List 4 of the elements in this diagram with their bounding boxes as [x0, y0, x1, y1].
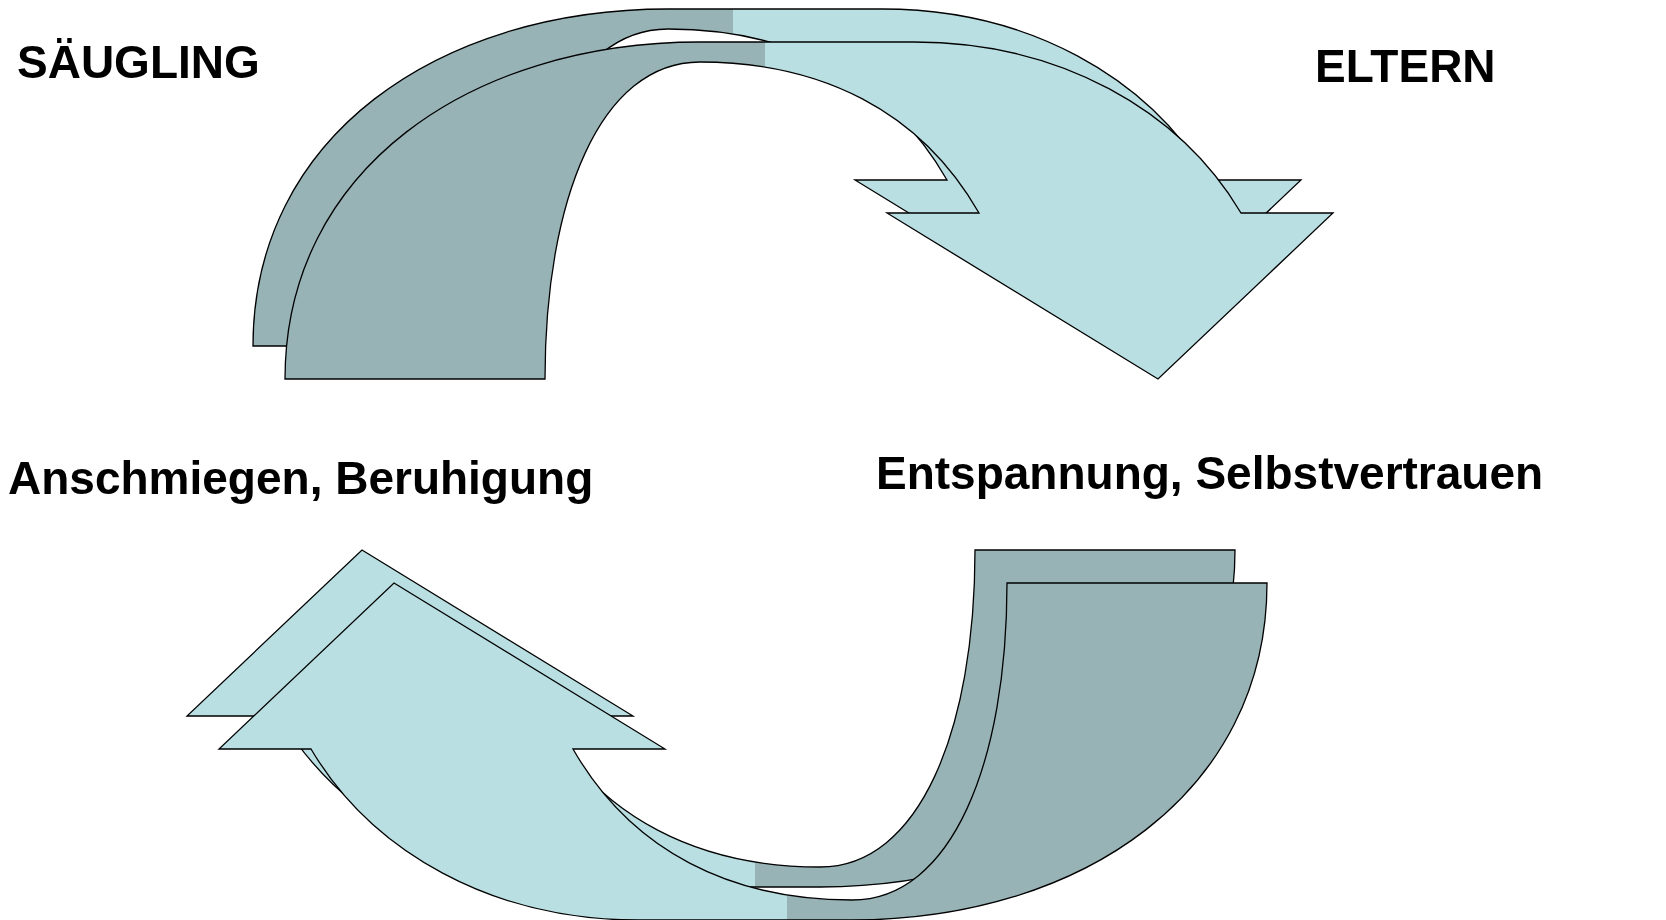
- label-text: Anschmiegen, Beruhigung: [8, 452, 594, 505]
- label-text: Entspannung, Selbstvertrauen: [876, 447, 1544, 500]
- label-text: SÄUGLING: [17, 36, 260, 89]
- label-text: ELTERN: [1315, 40, 1496, 93]
